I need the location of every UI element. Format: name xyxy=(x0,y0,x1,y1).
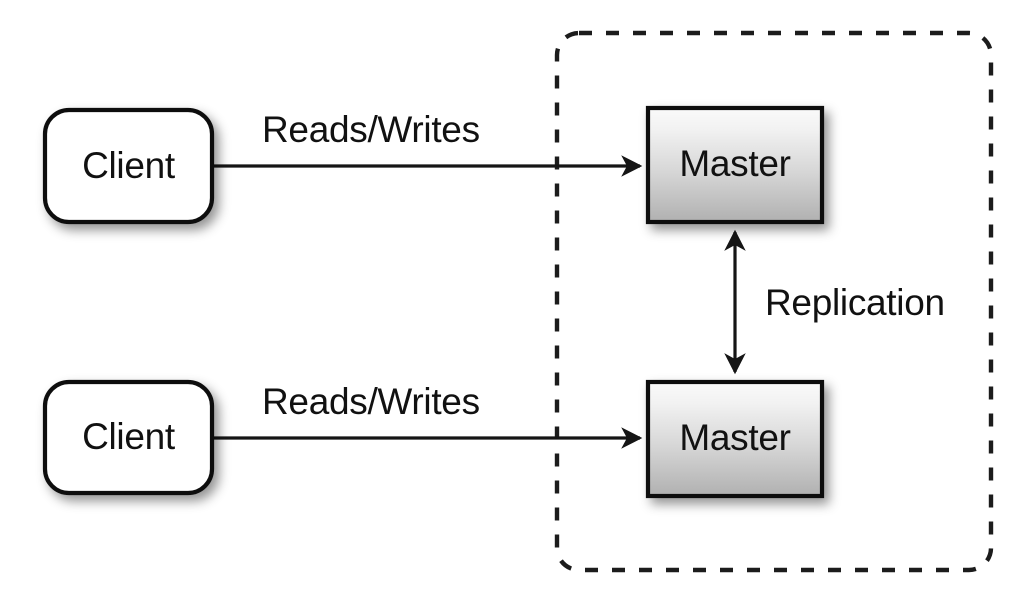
client-top-shape[interactable] xyxy=(42,107,215,225)
client-bottom-label: Client xyxy=(82,416,176,457)
database-cluster-boundary xyxy=(554,30,994,573)
edge-group xyxy=(212,155,746,449)
master-bottom-shape[interactable] xyxy=(645,379,825,499)
edge-label-replication: Replication xyxy=(765,282,945,323)
master-top-label: Master xyxy=(679,143,790,184)
master-bottom-node[interactable] xyxy=(645,379,825,499)
client-bottom-shape[interactable] xyxy=(42,379,215,496)
client-top-label: Client xyxy=(82,145,176,186)
master-top-shape[interactable] xyxy=(645,105,825,225)
master-top-node[interactable] xyxy=(645,105,825,225)
master-bottom-label: Master xyxy=(679,417,790,458)
edge-label-reads-writes-top: Reads/Writes xyxy=(262,109,480,150)
edge-label-reads-writes-bottom: Reads/Writes xyxy=(262,381,480,422)
client-bottom-node[interactable] xyxy=(42,379,215,496)
client-top-node[interactable] xyxy=(42,107,215,225)
